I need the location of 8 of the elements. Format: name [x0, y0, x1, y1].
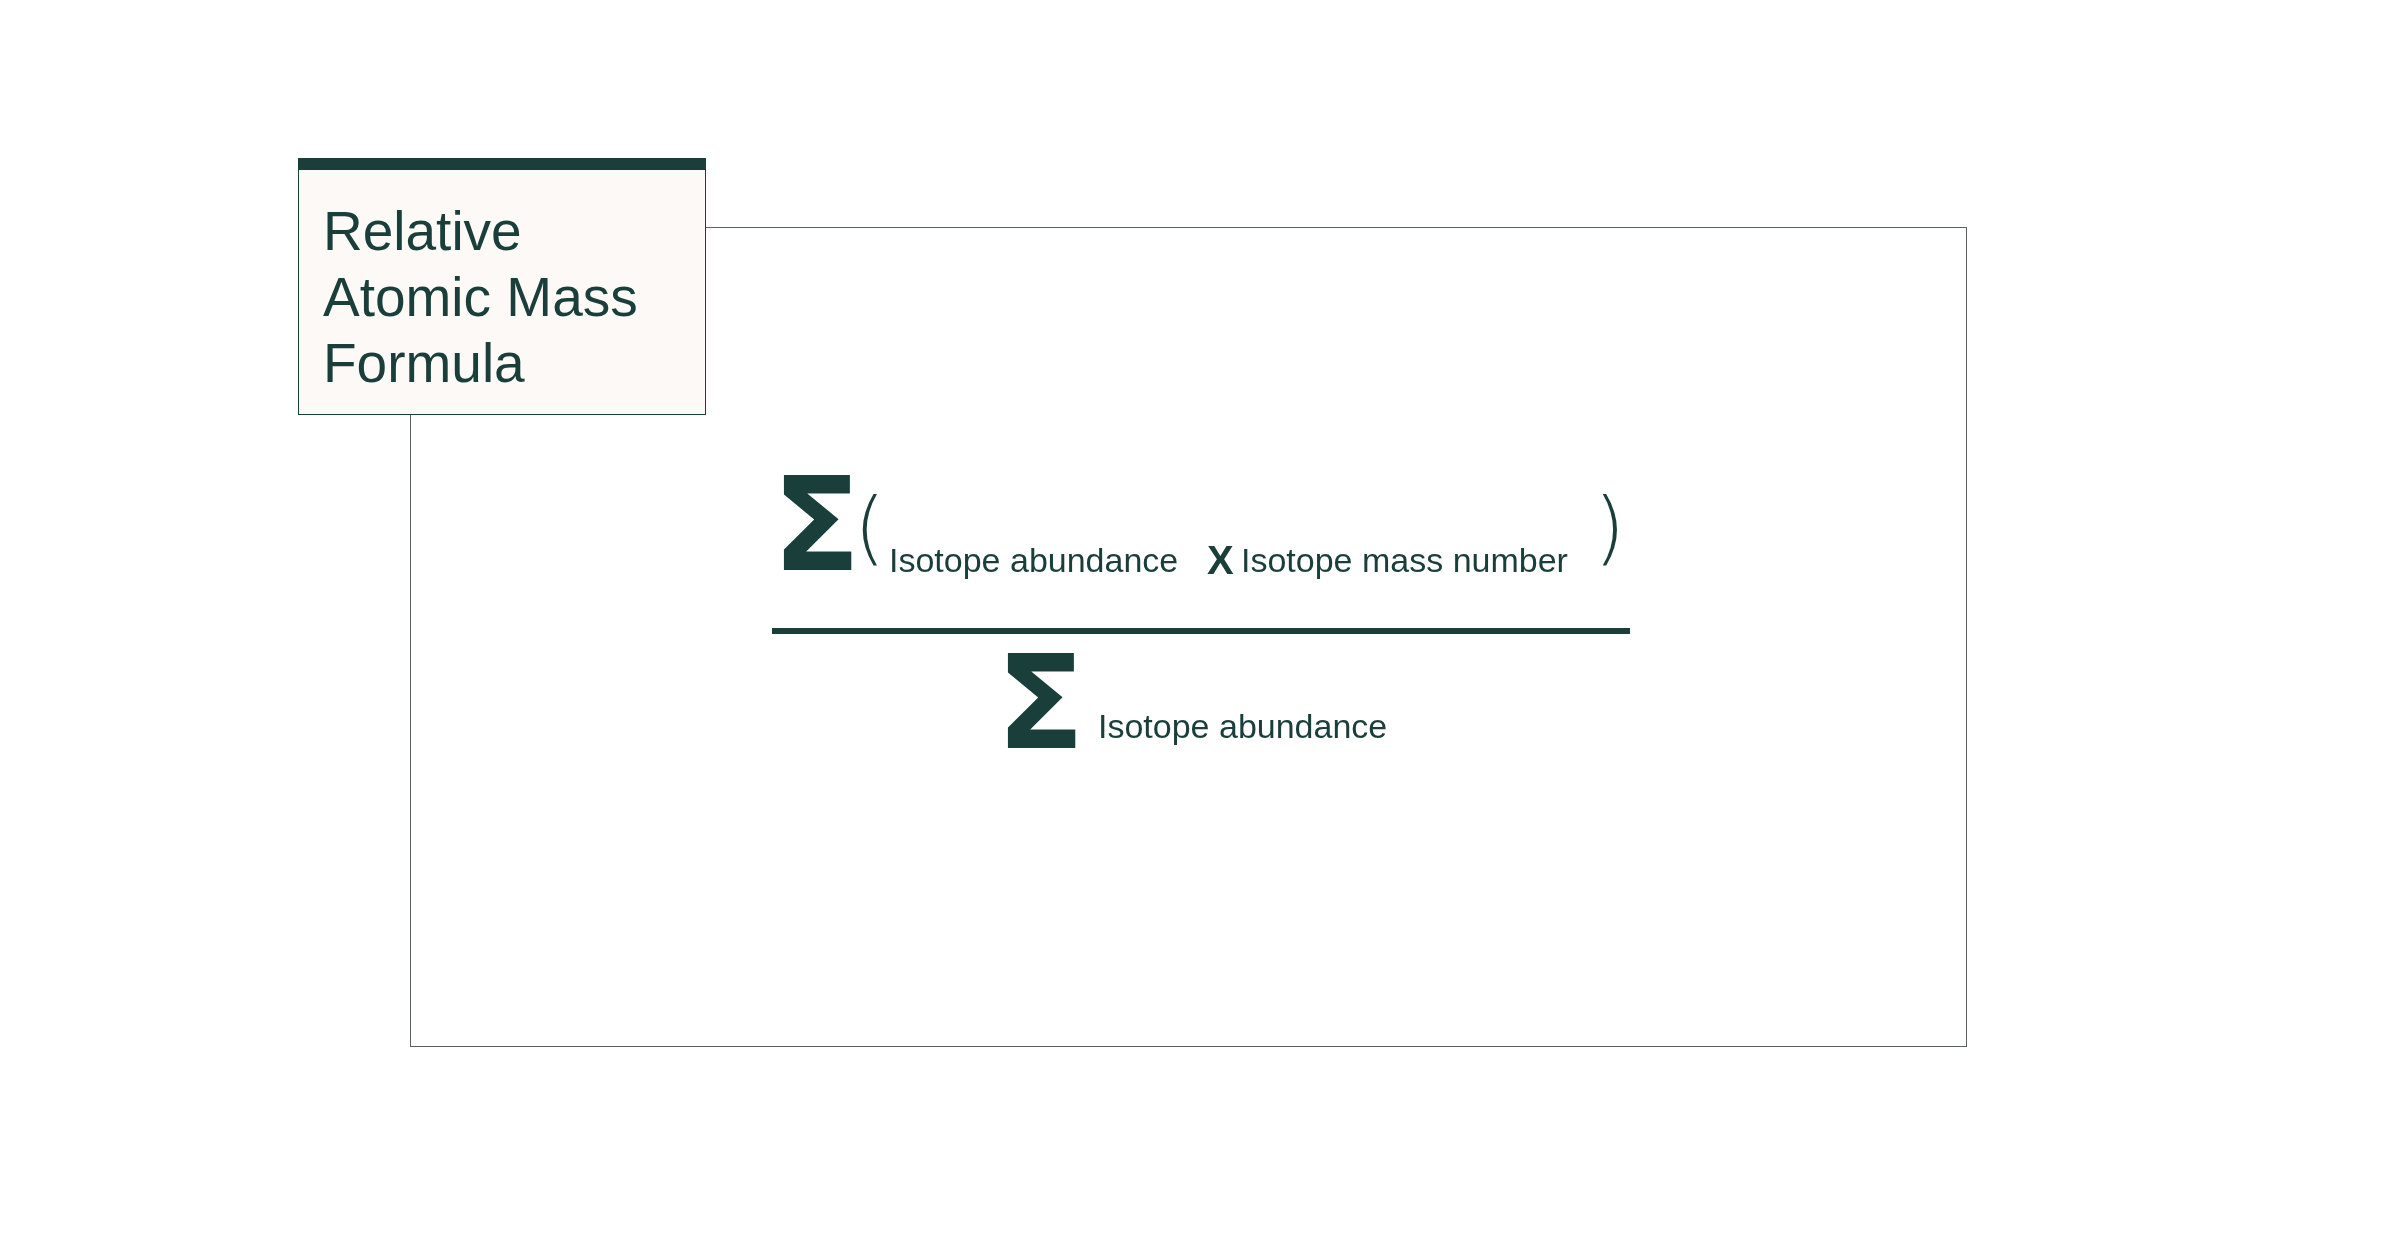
numerator-text: Isotope abundance	[889, 543, 1179, 577]
denominator-text: Isotope abundance	[1098, 709, 1388, 743]
parenthesis: )	[1594, 488, 1626, 568]
title-box	[298, 158, 706, 415]
title-text: Relative Atomic Mass Formula	[323, 199, 639, 396]
sigma-symbol: Σ	[996, 638, 1085, 768]
numerator-text: Isotope mass number	[1241, 543, 1568, 577]
multiply-sign: X	[1207, 540, 1234, 580]
